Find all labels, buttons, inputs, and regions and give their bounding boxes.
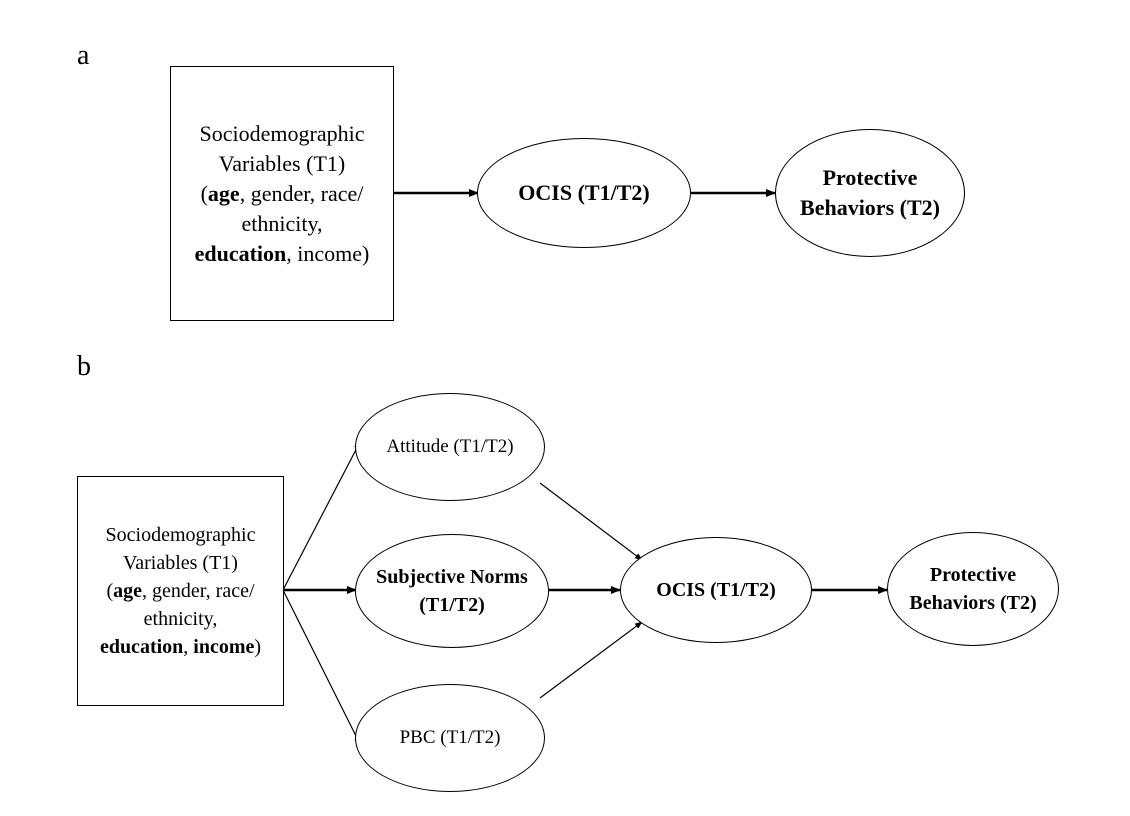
protective-a-line1: Protective — [822, 165, 918, 190]
pbc-oval: PBC (T1/T2) — [355, 684, 545, 792]
socio-a-line5: education, income) — [194, 240, 370, 266]
sociodemographic-box-a: Sociodemographic Variables (T1) (age, ge… — [170, 66, 394, 321]
ocis-a-label: OCIS (T1/T2) — [518, 180, 650, 205]
protective-b-line2: Behaviors (T2) — [909, 592, 1037, 614]
protective-a-line2: Behaviors (T2) — [800, 195, 940, 220]
subjective-norms-line2: (T1/T2) — [419, 594, 485, 616]
attitude-oval: Attitude (T1/T2) — [355, 393, 545, 501]
sociodemographic-box-b: Sociodemographic Variables (T1) (age, ge… — [77, 476, 284, 706]
attitude-label: Attitude (T1/T2) — [386, 436, 514, 457]
protective-b-line1: Protective — [929, 564, 1017, 586]
arrow-socio-to-attitude — [282, 441, 361, 591]
pbc-label: PBC (T1/T2) — [399, 727, 501, 748]
socio-b-line5: education, income) — [99, 636, 262, 658]
socio-a-line2: Variables (T1) — [218, 150, 346, 176]
panel-b-letter: b — [77, 351, 91, 382]
socio-b-line4: ethnicity, — [143, 608, 218, 630]
socio-a-line3: (age, gender, race/ — [200, 180, 364, 206]
arrow-pbc-to-ocis — [539, 621, 643, 699]
ocis-b-label: OCIS (T1/T2) — [656, 578, 776, 601]
socio-b-line2: Variables (T1) — [123, 552, 238, 574]
protective-oval-a: Protective Behaviors (T2) — [775, 129, 965, 257]
ocis-oval-a: OCIS (T1/T2) — [477, 138, 691, 248]
socio-a-line1: Sociodemographic — [199, 120, 365, 146]
socio-b-line1: Sociodemographic — [105, 524, 256, 546]
panel-a-letter: a — [77, 40, 90, 71]
subjective-norms-oval: Subjective Norms (T1/T2) — [355, 534, 549, 648]
ocis-oval-b: OCIS (T1/T2) — [620, 537, 812, 643]
subjective-norms-line1: Subjective Norms — [376, 566, 528, 588]
arrow-socio-to-pbc — [282, 589, 361, 745]
socio-b-line3: (age, gender, race/ — [106, 580, 255, 602]
socio-a-line4: ethnicity, — [241, 210, 323, 236]
protective-oval-b: Protective Behaviors (T2) — [887, 532, 1059, 646]
arrow-attitude-to-ocis — [539, 482, 643, 561]
